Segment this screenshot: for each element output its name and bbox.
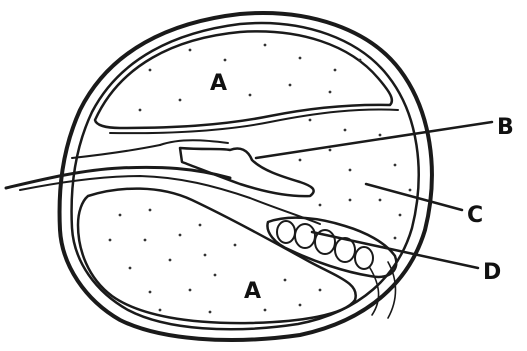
stipple-dot <box>139 109 142 112</box>
stipple-dot <box>189 49 192 52</box>
stipple-dot <box>299 57 302 60</box>
stipple-dot <box>359 59 362 62</box>
stipple-dot <box>204 254 207 257</box>
stipple-dot <box>264 44 267 47</box>
stipple-dot <box>319 289 322 292</box>
stipple-dot <box>284 279 287 282</box>
label-c: C <box>467 203 483 228</box>
stipple-dot <box>214 274 217 277</box>
organ-d <box>267 218 396 318</box>
stipple-dot <box>159 309 162 312</box>
stipple-dot <box>299 304 302 307</box>
stipple-dot <box>149 291 152 294</box>
lower-chamber <box>78 189 356 323</box>
stipple-dot <box>199 224 202 227</box>
stipple-dot <box>409 189 412 192</box>
stipple-dot <box>234 244 237 247</box>
stipple-dot <box>319 204 322 207</box>
stipple-dot <box>394 164 397 167</box>
stipple-dot <box>129 267 132 270</box>
stipple-dot <box>209 311 212 314</box>
stipple-dot <box>179 234 182 237</box>
stipple-dot <box>169 259 172 262</box>
stipple-dot <box>394 237 397 240</box>
label-b: B <box>497 115 514 140</box>
stipple-dot <box>109 239 112 242</box>
label-a-upper: A <box>210 71 227 96</box>
stipple-dot <box>349 199 352 202</box>
stipple-dot <box>334 69 337 72</box>
stipple-dot <box>179 99 182 102</box>
stipple-dots <box>109 44 412 314</box>
leader-line-b <box>256 122 492 158</box>
stipple-dot <box>289 84 292 87</box>
stipple-dot <box>189 289 192 292</box>
label-d: D <box>483 260 501 285</box>
stipple-dot <box>379 134 382 137</box>
stipple-dot <box>344 129 347 132</box>
stipple-dot <box>264 309 267 312</box>
stipple-dot <box>379 199 382 202</box>
stipple-dot <box>299 159 302 162</box>
stipple-dot <box>329 149 332 152</box>
stipple-dot <box>224 59 227 62</box>
stipple-dot <box>149 69 152 72</box>
label-a-lower: A <box>244 279 261 304</box>
stipple-dot <box>249 94 252 97</box>
stipple-dot <box>399 214 402 217</box>
entering-fibre <box>6 167 320 224</box>
stipple-dot <box>309 119 312 122</box>
stipple-dot <box>149 209 152 212</box>
stipple-dot <box>144 239 147 242</box>
stipple-dot <box>119 214 122 217</box>
stipple-dot <box>329 91 332 94</box>
stipple-dot <box>349 169 352 172</box>
leader-line-c <box>366 184 462 210</box>
